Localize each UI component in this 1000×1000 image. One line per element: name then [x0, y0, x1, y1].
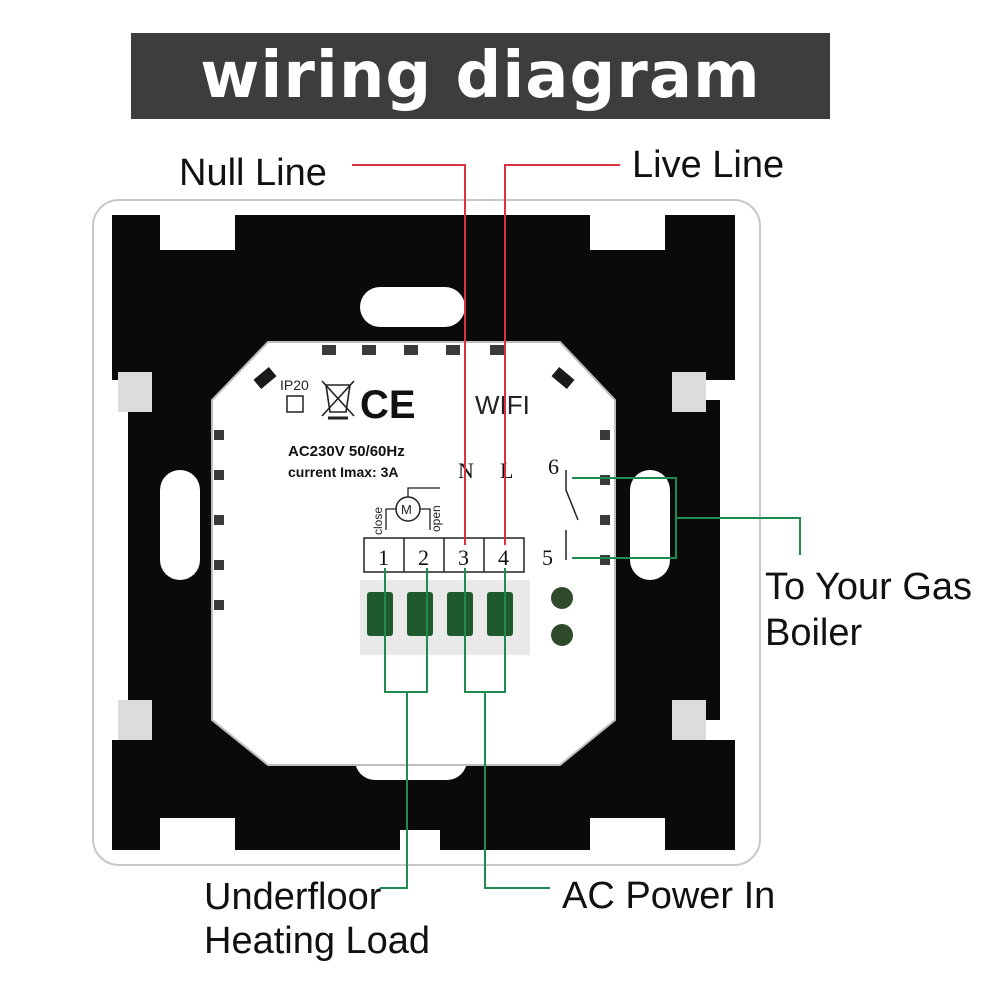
heating-load-leader	[380, 568, 428, 889]
gas-boiler-leader	[572, 477, 801, 559]
corner-mark-right	[551, 366, 575, 390]
top-slot	[360, 287, 465, 327]
ac-power-leader	[464, 568, 550, 889]
weee-bin-icon	[321, 380, 355, 420]
motor-wiring	[385, 487, 440, 530]
relay-screw-bottom	[551, 624, 573, 646]
right-slot	[630, 470, 670, 580]
ac-power-in-label: AC Power In	[562, 875, 776, 917]
rating-text: AC230V 50/60Hz	[288, 443, 405, 460]
relay-6-label: 6	[548, 454, 559, 479]
motor-label: M	[401, 502, 412, 517]
left-vents	[214, 430, 224, 610]
terminal-3-label: 3	[458, 545, 469, 570]
ip-rating: IP20	[280, 377, 309, 393]
terminal-2-label: 2	[418, 545, 429, 570]
wifi-label: WIFI	[475, 390, 530, 420]
close-label: close	[371, 507, 385, 535]
title-banner: wiring diagram	[131, 33, 830, 119]
terminal-1-label: 1	[378, 545, 389, 570]
live-label: L	[500, 458, 513, 483]
tab-right-bottom	[672, 700, 706, 740]
double-insulation-icon	[286, 395, 304, 413]
gas-boiler-label-line2: Boiler	[765, 612, 863, 654]
top-vents	[322, 345, 504, 355]
tab-left-top	[118, 372, 152, 412]
right-vents	[600, 430, 610, 565]
live-line-leader	[504, 164, 620, 545]
live-line-label: Live Line	[632, 144, 785, 186]
corner-mark-left	[253, 366, 277, 390]
terminal-4-screw	[487, 592, 513, 636]
tab-right-top	[672, 372, 706, 412]
null-line-label: Null Line	[179, 152, 327, 194]
null-line-leader	[352, 164, 466, 545]
heating-load-label-line1: Underfloor	[204, 876, 382, 918]
tab-left-bottom	[118, 700, 152, 740]
heating-load-label-line2: Heating Load	[204, 920, 431, 962]
current-text: current Imax: 3A	[288, 464, 398, 480]
ce-mark: CE	[360, 383, 416, 427]
relay-screw-top	[551, 587, 573, 609]
relay-5-label: 5	[542, 545, 553, 570]
gas-boiler-label-line1: To Your Gas	[765, 566, 973, 608]
terminal-4-label: 4	[498, 545, 509, 570]
relay-switch	[565, 470, 579, 560]
module-body	[211, 341, 616, 766]
title: wiring diagram	[200, 39, 761, 113]
left-slot	[160, 470, 200, 580]
terminal-1-screw	[367, 592, 393, 636]
open-label: open	[429, 505, 443, 532]
terminal-3-screw	[447, 592, 473, 636]
terminal-2-screw	[407, 592, 433, 636]
